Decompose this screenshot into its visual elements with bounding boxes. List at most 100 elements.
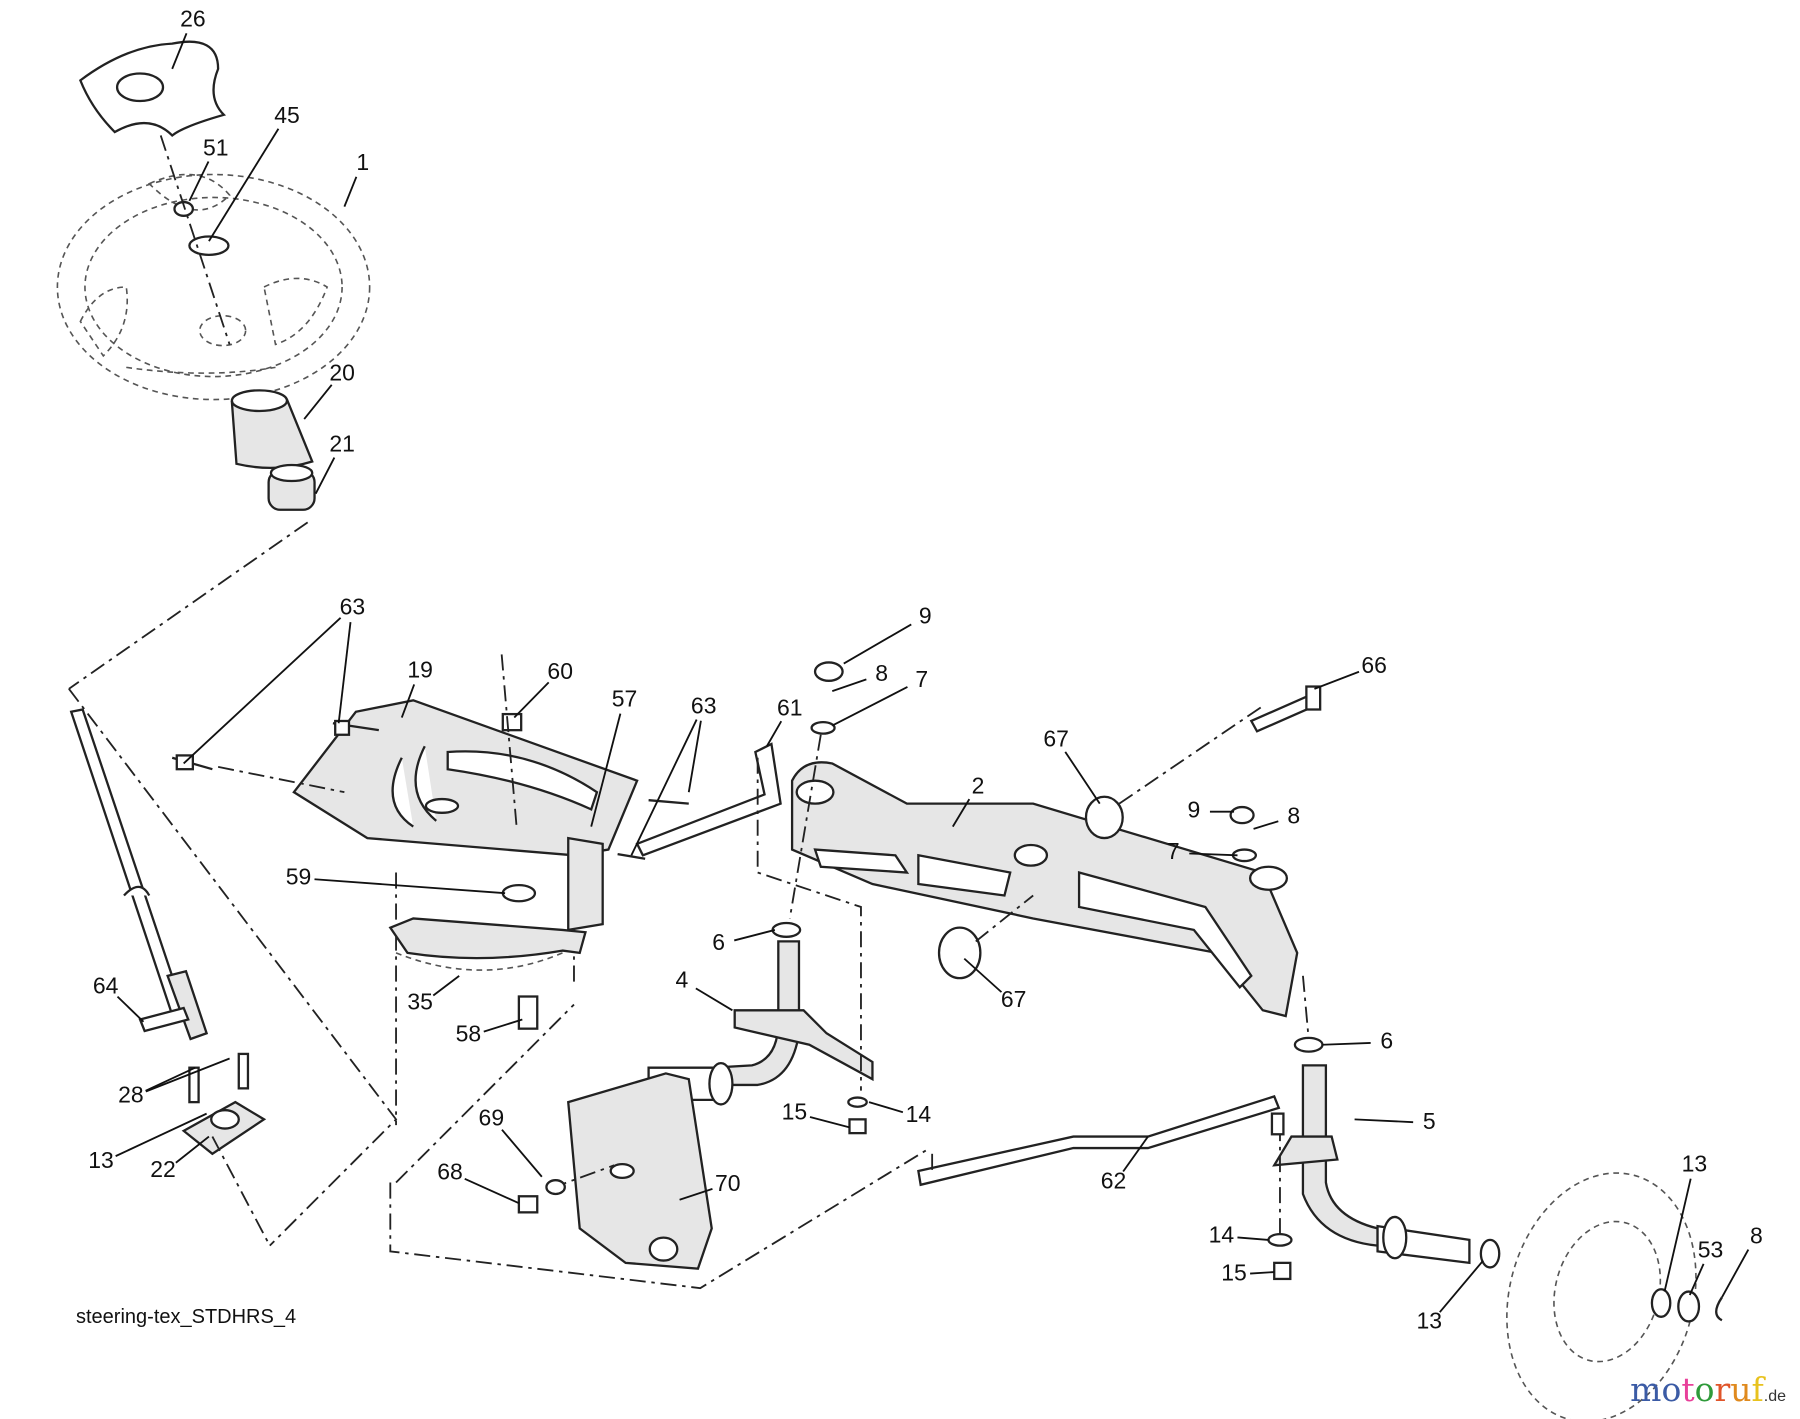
callout-leader-line (1322, 1042, 1371, 1046)
callout-15: 15 (1221, 1259, 1247, 1285)
callout-leader-line (116, 995, 145, 1023)
logo-letter: o (1694, 1370, 1715, 1409)
callout-leader-line (513, 681, 550, 719)
callout-leader-line (809, 1116, 850, 1129)
callout-leader-line (314, 457, 336, 495)
callout-leader-line (145, 1057, 230, 1093)
logo-letter: o (1661, 1370, 1682, 1409)
callout-leader-line (695, 987, 733, 1012)
callout-leader-line (1237, 1236, 1269, 1241)
callout-67: 67 (1043, 726, 1069, 752)
parts-drawing (56, 40, 1723, 1419)
callout-leader-line (679, 1187, 713, 1201)
part-steering-wheel (56, 173, 371, 401)
callout-58: 58 (456, 1021, 482, 1047)
logo-letter: f (1751, 1370, 1764, 1409)
callout-1: 1 (356, 149, 369, 175)
part-steering-shaft (69, 708, 186, 1017)
callout-leader-line (1688, 1263, 1705, 1296)
part-tie-rod (917, 1094, 1281, 1187)
callout-20: 20 (329, 359, 355, 385)
callout-leader-line (952, 798, 971, 828)
callout-8: 8 (1287, 802, 1300, 828)
callout-9: 9 (919, 603, 932, 629)
logo-tld: .de (1763, 1388, 1786, 1405)
callout-leader-line (303, 384, 333, 420)
diagram-caption: steering-tex_STDHRS_4 (76, 1306, 297, 1328)
callout-8: 8 (1750, 1223, 1763, 1249)
callout-leader-line (766, 720, 783, 747)
callout-leader-line (464, 1177, 520, 1205)
callout-leader-line (1721, 1249, 1750, 1298)
logo-letter: m (1630, 1370, 1662, 1409)
callout-61: 61 (777, 695, 803, 721)
callout-6: 6 (712, 929, 725, 955)
callout-67: 67 (1001, 986, 1027, 1012)
callout-leader-line (145, 1066, 196, 1092)
callout-leader-line (1663, 1178, 1692, 1292)
callout-leader-line (1439, 1259, 1484, 1313)
callout-leader-line (630, 719, 698, 856)
callout-leader-line (831, 686, 908, 727)
callout-leader-line (188, 161, 210, 202)
callout-13: 13 (1416, 1308, 1442, 1334)
callout-59: 59 (286, 863, 312, 889)
callout-35: 35 (407, 988, 433, 1014)
callout-4: 4 (676, 967, 689, 993)
callout-leader-line (483, 1018, 523, 1033)
motoruf-logo: motoruf.de (1630, 1370, 1786, 1409)
callout-7: 7 (915, 666, 928, 692)
callout-60: 60 (547, 658, 573, 684)
callout-51: 51 (203, 134, 229, 160)
logo-letter: u (1730, 1370, 1752, 1409)
callout-13: 13 (1682, 1150, 1708, 1176)
callout-66: 66 (1361, 652, 1387, 678)
callout-leader-line (171, 32, 188, 70)
callout-62: 62 (1101, 1168, 1127, 1194)
callout-leader-line (843, 623, 912, 665)
callout-leader-line (734, 929, 776, 942)
callout-leader-line (337, 622, 352, 724)
callout-leader-line (1354, 1118, 1414, 1124)
callout-leader-line (590, 713, 622, 827)
callout-63: 63 (691, 692, 717, 718)
callout-70: 70 (715, 1170, 741, 1196)
callout-22: 22 (150, 1156, 176, 1182)
callout-leader-line (432, 975, 460, 997)
callout-8: 8 (875, 660, 888, 686)
callout-leader-line (115, 1112, 208, 1157)
callout-leader-line (1314, 670, 1360, 690)
callout-leader-line (1122, 1136, 1149, 1173)
callout-45: 45 (274, 102, 300, 128)
callout-63: 63 (340, 594, 366, 620)
callout-14: 14 (906, 1101, 932, 1127)
callout-leader-line (868, 1101, 904, 1114)
part-drag-link (635, 742, 782, 857)
callout-5: 5 (1423, 1108, 1436, 1134)
callout-68: 68 (437, 1158, 463, 1184)
part-spindle-left (710, 940, 801, 1087)
callout-26: 26 (180, 6, 206, 32)
callout-leader-line (208, 128, 280, 242)
callout-53: 53 (1698, 1236, 1724, 1262)
logo-letter: t (1681, 1370, 1695, 1409)
part-sector-gear (388, 917, 587, 960)
callout-leader-line (687, 720, 702, 793)
part-front-axle (790, 761, 1299, 1018)
callout-leader-line (1250, 1271, 1275, 1275)
part-pivot-plate (567, 1072, 713, 1270)
callout-13: 13 (88, 1147, 114, 1173)
callout-leader-line (1189, 852, 1238, 857)
callout-leader-line (343, 176, 358, 207)
callout-15: 15 (782, 1099, 808, 1125)
callout-28: 28 (118, 1081, 144, 1107)
callout-leader-line (183, 617, 342, 765)
callout-6: 6 (1380, 1027, 1393, 1053)
logo-letter: r (1714, 1370, 1731, 1409)
callout-leader-line (831, 678, 867, 692)
callout-leader-line (400, 684, 416, 718)
callout-leader-line (1253, 820, 1279, 830)
callout-leader-line (314, 878, 506, 895)
